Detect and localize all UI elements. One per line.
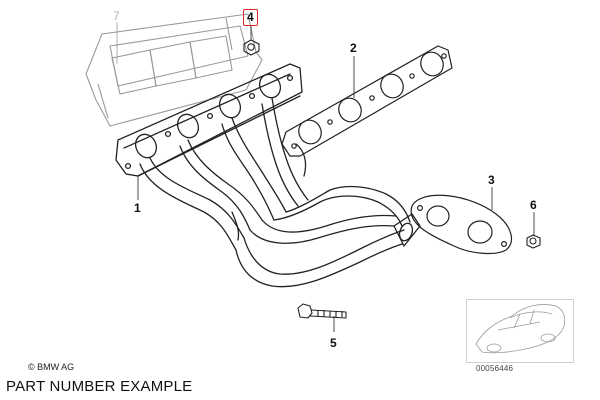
callout-5: 5 (330, 336, 337, 350)
callout-2: 2 (350, 41, 357, 55)
callout-7: 7 (113, 9, 120, 23)
flange-gasket-part-3[interactable] (410, 194, 513, 255)
callout-1: 1 (134, 201, 141, 215)
thumbnail-frame (466, 299, 574, 363)
vehicle-thumbnail (475, 304, 566, 354)
diagram-number: 00056446 (476, 364, 514, 373)
caption-text: PART NUMBER EXAMPLE (6, 378, 193, 395)
heat-shield-part-7[interactable] (85, 13, 263, 127)
callout-3: 3 (488, 173, 495, 187)
callout-4-highlighted[interactable]: 4 (243, 9, 258, 26)
exhaust-manifold-part-1[interactable] (115, 63, 421, 288)
copyright-notice: © BMW AG (28, 362, 75, 372)
leader-lines (137, 26, 535, 332)
manifold-gasket-part-2[interactable] (281, 45, 453, 157)
stud-bolt-part-5[interactable] (297, 303, 347, 319)
callout-6: 6 (530, 198, 537, 212)
nut-part-6[interactable] (526, 234, 541, 249)
